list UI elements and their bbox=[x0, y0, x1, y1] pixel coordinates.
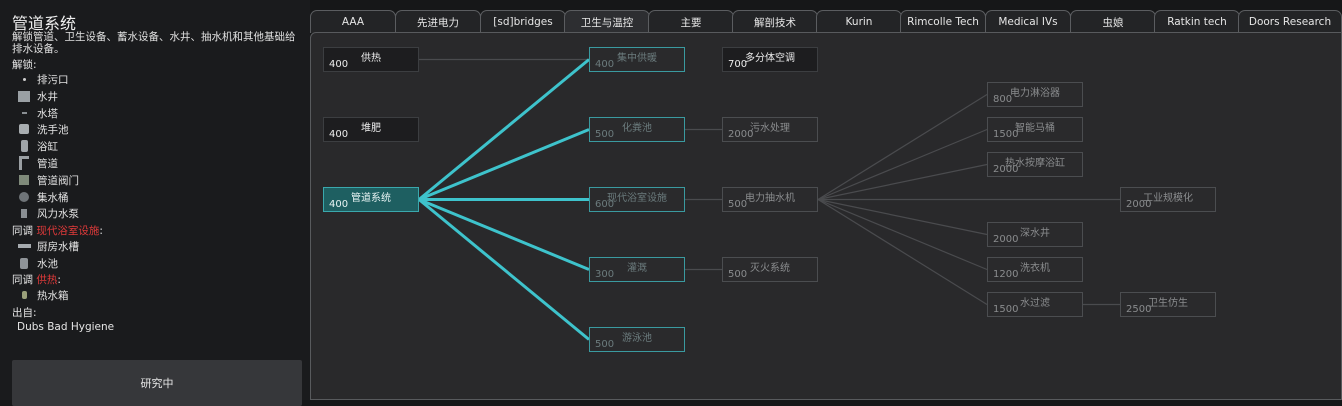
unlock-item[interactable]: 水井 bbox=[17, 88, 58, 104]
tab-advanced-power[interactable]: 先进电力 bbox=[395, 10, 481, 33]
research-link bbox=[418, 198, 590, 271]
tab-kurin[interactable]: Kurin bbox=[816, 10, 902, 33]
wind-pump-icon bbox=[17, 207, 31, 219]
research-title: 管道系统 bbox=[12, 14, 77, 33]
unlock-item[interactable]: 集水桶 bbox=[17, 189, 69, 205]
tab-ratkin-tech[interactable]: Ratkin tech bbox=[1154, 10, 1240, 33]
shared-item[interactable]: 水池 bbox=[17, 255, 58, 271]
shared-item[interactable]: 厨房水槽 bbox=[17, 238, 79, 254]
tab-sd-bridges[interactable]: [sd]bridges bbox=[480, 10, 566, 33]
well-icon bbox=[17, 90, 31, 102]
pipe-icon bbox=[17, 156, 31, 170]
unlock-item[interactable]: 管道 bbox=[17, 155, 58, 171]
tab-doors-research[interactable]: Doors Research bbox=[1238, 10, 1342, 33]
drain-icon bbox=[17, 73, 31, 85]
unlock-item[interactable]: 水塔 bbox=[17, 105, 58, 121]
tab-rimcolle-tech[interactable]: Rimcolle Tech bbox=[900, 10, 986, 33]
research-links bbox=[418, 58, 1120, 341]
unlock-item[interactable]: 浴缸 bbox=[17, 138, 58, 154]
research-link bbox=[817, 93, 988, 201]
tab-hygiene-temperature[interactable]: 卫生与温控 bbox=[564, 10, 650, 33]
research-link bbox=[418, 58, 590, 201]
shared-tech-label: 同调 供热: bbox=[12, 274, 61, 286]
research-link bbox=[817, 198, 988, 236]
source-mod-name: Dubs Bad Hygiene bbox=[17, 321, 115, 333]
tab-main[interactable]: 主要 bbox=[648, 10, 734, 33]
water-heater-icon bbox=[17, 289, 31, 301]
tab-aaa[interactable]: AAA bbox=[310, 10, 396, 33]
tab-insectoid[interactable]: 虫娘 bbox=[1070, 10, 1156, 33]
tab-anatomy-tech[interactable]: 解剖技术 bbox=[732, 10, 818, 33]
kitchen-sink-icon bbox=[17, 240, 31, 252]
research-link bbox=[418, 128, 590, 201]
tab-medical-ivs[interactable]: Medical IVs bbox=[985, 10, 1071, 33]
research-link bbox=[817, 198, 988, 306]
barrel-icon bbox=[17, 191, 31, 203]
unlock-item[interactable]: 管道阀门 bbox=[17, 172, 79, 188]
sink-icon bbox=[17, 123, 31, 135]
valve-icon bbox=[17, 174, 31, 186]
source-label: 出自: bbox=[12, 307, 37, 319]
shared-tech-label: 同调 现代浴室设施: bbox=[12, 225, 103, 237]
unlock-item[interactable]: 洗手池 bbox=[17, 121, 69, 137]
unlocks-label: 解锁: bbox=[12, 59, 37, 71]
research-link bbox=[817, 163, 988, 201]
research-description: 解锁管道、卫生设备、蓄水设备、水井、抽水机和其他基础给排水设备。 bbox=[12, 31, 296, 55]
water-tower-icon bbox=[17, 107, 31, 119]
shared-item[interactable]: 热水箱 bbox=[17, 287, 69, 303]
research-button[interactable]: 研究中 bbox=[12, 360, 302, 406]
bathtub-icon bbox=[17, 140, 31, 152]
unlock-item[interactable]: 风力水泵 bbox=[17, 205, 79, 221]
research-link bbox=[817, 198, 988, 271]
research-detail-panel: 管道系统 解锁管道、卫生设备、蓄水设备、水井、抽水机和其他基础给排水设备。 解锁… bbox=[0, 0, 310, 406]
unlock-item[interactable]: 排污口 bbox=[17, 71, 69, 87]
research-link bbox=[418, 198, 590, 341]
research-link bbox=[817, 128, 988, 201]
tab-bar: AAA 先进电力 [sd]bridges 卫生与温控 主要 解剖技术 Kurin… bbox=[308, 10, 1342, 34]
pool-icon bbox=[17, 257, 31, 269]
